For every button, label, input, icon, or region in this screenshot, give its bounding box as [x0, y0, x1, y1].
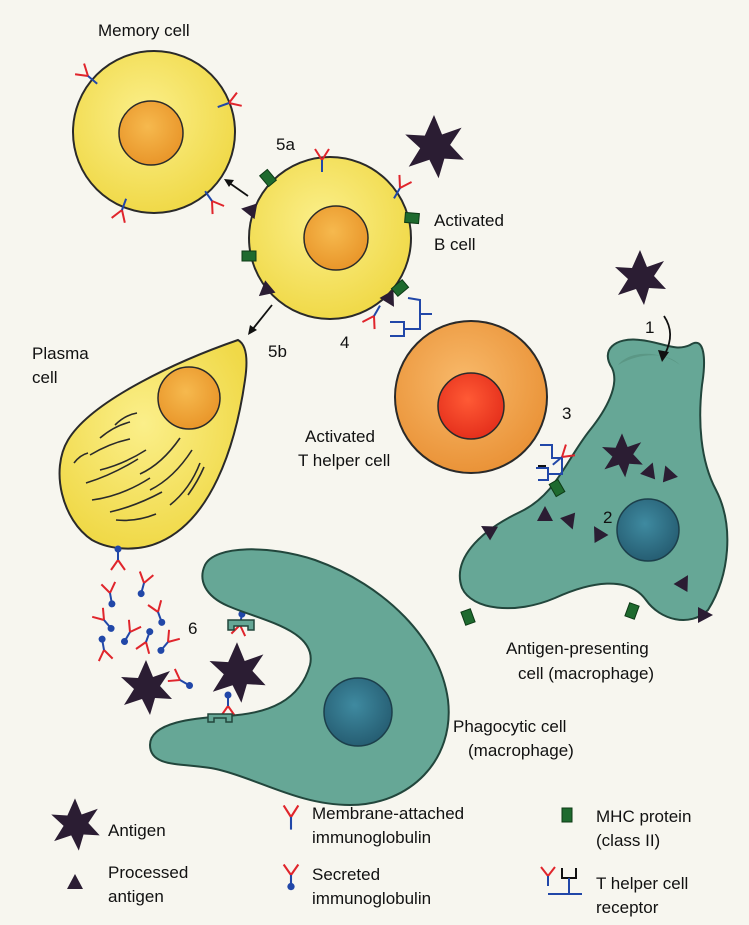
legend-secreted-label-1: Secreted	[312, 865, 381, 884]
legend-membrane-ig-icon	[282, 804, 300, 831]
step-6: 6	[188, 619, 198, 638]
phagocytic-cell-label-2: (macrophage)	[468, 741, 574, 760]
legend-antigen-icon	[51, 798, 100, 851]
plasma-cell	[58, 338, 248, 550]
step-5b: 5b	[268, 342, 287, 361]
legend-processed-label-1: Processed	[108, 863, 189, 882]
step-1: 1	[645, 318, 655, 337]
legend	[51, 798, 582, 895]
activated-b-cell-label-1: Activated	[434, 211, 504, 230]
t-receptor-apc	[536, 444, 563, 481]
legend-mhc-label-1: MHC protein	[596, 807, 692, 826]
activated-b-cell-label-2: B cell	[434, 235, 476, 254]
legend-membrane-label-1: Membrane-attached	[312, 804, 465, 823]
plasma-cell-label-2: cell	[32, 368, 58, 387]
phagocytic-cell	[148, 548, 450, 807]
activated-t-cell-label-1: Activated	[305, 427, 375, 446]
legend-t-receptor-icon	[540, 866, 582, 895]
legend-secreted-ig-icon	[282, 863, 300, 892]
memory-cell-label: Memory cell	[98, 21, 190, 40]
apc-label-1: Antigen-presenting	[506, 639, 649, 658]
activated-t-cell-label-2: T helper cell	[298, 451, 391, 470]
legend-t-receptor-label-1: T helper cell	[596, 874, 689, 893]
activated-t-helper-cell	[394, 320, 548, 474]
legend-t-receptor-label-2: receptor	[596, 898, 659, 917]
apc-label-2: cell (macrophage)	[518, 664, 655, 683]
arrow-5a	[224, 179, 249, 197]
legend-antigen-label: Antigen	[108, 821, 166, 840]
legend-processed-antigen-icon	[67, 874, 83, 889]
antigen-presenting-cell	[458, 338, 729, 626]
step-2: 2	[603, 508, 613, 527]
step-4: 4	[340, 333, 350, 352]
memory-cell	[72, 50, 243, 224]
step-5a: 5a	[276, 135, 295, 154]
arrow-5b	[248, 304, 273, 335]
step-3: 3	[562, 404, 572, 423]
phagocytic-cell-label-1: Phagocytic cell	[453, 717, 567, 736]
legend-mhc-icon	[561, 807, 573, 823]
legend-secreted-label-2: immunoglobulin	[312, 889, 432, 908]
legend-membrane-label-2: immunoglobulin	[312, 828, 432, 847]
plasma-cell-label-1: Plasma	[32, 344, 89, 363]
t-receptor-bt	[390, 297, 432, 337]
legend-processed-label-2: antigen	[108, 887, 164, 906]
activated-b-cell	[239, 148, 420, 331]
legend-mhc-label-2: (class II)	[596, 831, 661, 850]
